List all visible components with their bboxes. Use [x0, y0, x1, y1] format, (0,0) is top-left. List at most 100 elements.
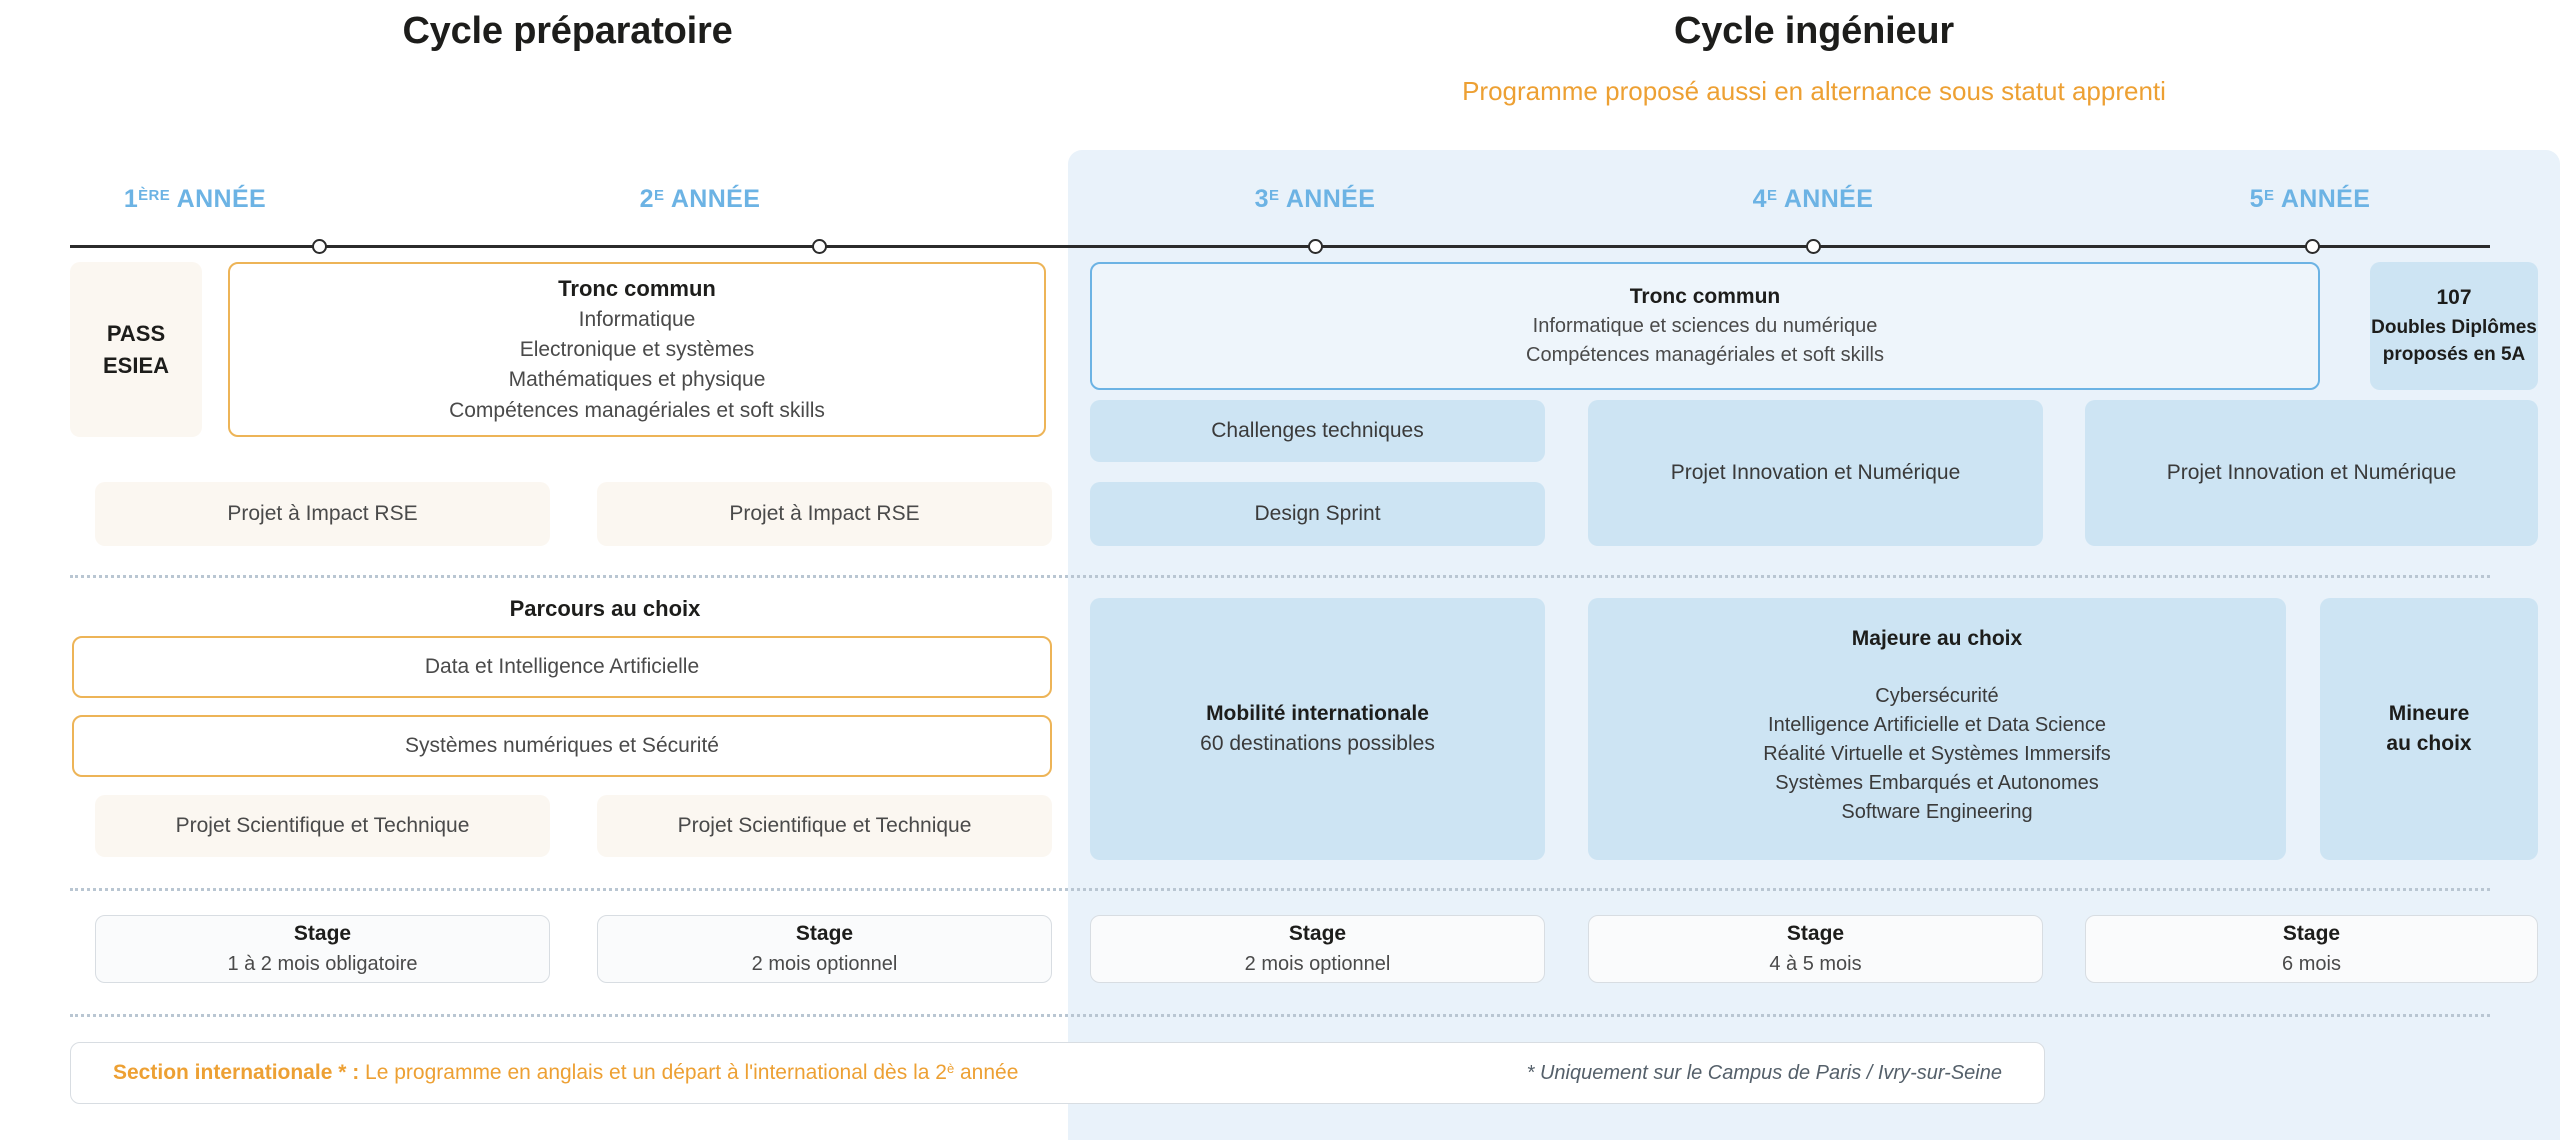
- projet-innovation-5a-card: Projet Innovation et Numérique: [2085, 400, 2538, 546]
- stage-3a-sub: 2 mois optionnel: [1244, 952, 1391, 975]
- stage-5a-title: Stage: [2282, 922, 2341, 946]
- year-4-number: 4: [1752, 185, 1767, 213]
- projet-impact-rse-2-label: Projet à Impact RSE: [729, 501, 920, 525]
- doubles-diplomes-line-1: Doubles Diplômes: [2371, 316, 2537, 338]
- challenges-techniques-card: Challenges techniques: [1090, 400, 1545, 462]
- year-5-suffix: E: [2263, 187, 2275, 204]
- year-label-2: 2E ANNÉE: [575, 185, 825, 214]
- pass-line-1: PASS: [106, 320, 166, 346]
- year-label-3: 3E ANNÉE: [1190, 185, 1440, 214]
- parcours-option-systemes-securite[interactable]: Systèmes numériques et Sécurité: [72, 715, 1052, 777]
- year-2-suffix: E: [653, 187, 665, 204]
- projet-innovation-5a-label: Projet Innovation et Numérique: [2166, 460, 2457, 484]
- projet-innovation-4a-label: Projet Innovation et Numérique: [1670, 460, 1961, 484]
- section-internationale-description: Le programme en anglais et un départ à l…: [359, 1061, 947, 1084]
- majeure-option-1: Cybersécurité: [1875, 685, 1999, 708]
- timeline-node-2: [812, 239, 827, 254]
- year-label-1: 1ÈRE ANNÉE: [70, 185, 320, 214]
- doubles-diplomes-count: 107: [2436, 286, 2472, 310]
- section-divider-3: [70, 1014, 2490, 1017]
- stage-3a-card: Stage 2 mois optionnel: [1090, 915, 1545, 983]
- projet-impact-rse-1-label: Projet à Impact RSE: [227, 501, 418, 525]
- stage-3a-title: Stage: [1288, 922, 1347, 946]
- tronc-commun-ingenieur-card: Tronc commun Informatique et sciences du…: [1090, 262, 2320, 390]
- year-label-5: 5E ANNÉE: [2185, 185, 2435, 214]
- majeure-au-choix-card: Majeure au choix Cybersécurité Intellige…: [1588, 598, 2286, 860]
- tronc-commun-ing-title: Tronc commun: [1629, 284, 1781, 308]
- section-internationale-banner: Section internationale * : Le programme …: [70, 1042, 2045, 1104]
- pass-esiea-card: PASS ESIEA: [70, 262, 202, 437]
- year-2-word: ANNÉE: [670, 185, 761, 213]
- mineure-line-2: au choix: [2386, 732, 2472, 755]
- design-sprint-label: Design Sprint: [1254, 501, 1381, 525]
- tronc-commun-ing-line-1: Informatique et sciences du numérique: [1532, 315, 1878, 338]
- year-4-word: ANNÉE: [1783, 185, 1874, 213]
- year-1-suffix: ÈRE: [138, 187, 171, 204]
- stage-5a-card: Stage 6 mois: [2085, 915, 2538, 983]
- stage-2a-card: Stage 2 mois optionnel: [597, 915, 1052, 983]
- stage-4a-card: Stage 4 à 5 mois: [1588, 915, 2043, 983]
- projet-innovation-4a-card: Projet Innovation et Numérique: [1588, 400, 2043, 546]
- doubles-diplomes-card: 107 Doubles Diplômes proposés en 5A: [2370, 262, 2538, 390]
- stage-5a-sub: 6 mois: [2282, 952, 2341, 975]
- alternance-note: Programme proposé aussi en alternance so…: [1462, 76, 2166, 106]
- year-1-number: 1: [123, 185, 139, 213]
- page-title-cycle-preparatoire: Cycle préparatoire: [402, 10, 733, 52]
- tronc-commun-prepa-line-3: Mathématiques et physique: [508, 368, 766, 392]
- year-1-word: ANNÉE: [176, 185, 267, 213]
- timeline-axis: [70, 245, 2490, 248]
- stage-1a-card: Stage 1 à 2 mois obligatoire: [95, 915, 550, 983]
- parcours-au-choix-title: Parcours au choix: [509, 596, 701, 621]
- majeure-option-3: Réalité Virtuelle et Systèmes Immersifs: [1763, 743, 2111, 766]
- parcours-option-data-ia[interactable]: Data et Intelligence Artificielle: [72, 636, 1052, 698]
- majeure-option-2: Intelligence Artificielle et Data Scienc…: [1768, 714, 2106, 737]
- pass-line-2: ESIEA: [102, 352, 170, 378]
- projet-scientifique-technique-1-label: Projet Scientifique et Technique: [175, 813, 470, 837]
- section-divider-2: [70, 888, 2490, 891]
- stage-1a-sub: 1 à 2 mois obligatoire: [227, 952, 418, 975]
- projet-impact-rse-2: Projet à Impact RSE: [597, 482, 1052, 546]
- stage-2a-title: Stage: [795, 922, 854, 946]
- mobilite-internationale-sub: 60 destinations possibles: [1200, 732, 1435, 755]
- year-3-suffix: E: [1268, 187, 1280, 204]
- parcours-option-data-ia-label: Data et Intelligence Artificielle: [424, 654, 700, 678]
- design-sprint-card: Design Sprint: [1090, 482, 1545, 546]
- year-2-number: 2: [639, 185, 654, 213]
- tronc-commun-prepa-card: Tronc commun Informatique Electronique e…: [228, 262, 1046, 437]
- year-3-word: ANNÉE: [1285, 185, 1376, 213]
- campus-footnote: * Uniquement sur le Campus de Paris / Iv…: [1526, 1061, 2002, 1084]
- section-internationale-label: Section internationale * :: [113, 1061, 360, 1084]
- timeline-node-1: [312, 239, 327, 254]
- challenges-techniques-label: Challenges techniques: [1211, 418, 1424, 442]
- year-5-number: 5: [2249, 185, 2264, 213]
- year-3-number: 3: [1254, 185, 1269, 213]
- mineure-au-choix-card: Mineure au choix: [2320, 598, 2538, 860]
- tronc-commun-ing-line-2: Compétences managériales et soft skills: [1526, 344, 1884, 367]
- stage-2a-sub: 2 mois optionnel: [751, 952, 898, 975]
- projet-scientifique-technique-2: Projet Scientifique et Technique: [597, 795, 1052, 857]
- tronc-commun-prepa-line-2: Electronique et systèmes: [519, 338, 755, 361]
- tronc-commun-prepa-line-4: Compétences managériales et soft skills: [449, 398, 825, 422]
- tronc-commun-prepa-title: Tronc commun: [558, 275, 716, 301]
- timeline-node-3: [1308, 239, 1323, 254]
- timeline-node-4: [1806, 239, 1821, 254]
- year-4-suffix: E: [1766, 187, 1778, 204]
- section-internationale-description-end: année: [954, 1061, 1019, 1084]
- projet-impact-rse-1: Projet à Impact RSE: [95, 482, 550, 546]
- majeure-option-4: Systèmes Embarqués et Autonomes: [1775, 772, 2099, 795]
- mobilite-internationale-title: Mobilité internationale: [1206, 701, 1429, 725]
- mobilite-internationale-card: Mobilité internationale 60 destinations …: [1090, 598, 1545, 860]
- stage-1a-title: Stage: [293, 922, 352, 946]
- stage-4a-title: Stage: [1786, 922, 1845, 946]
- doubles-diplomes-line-2: proposés en 5A: [2382, 344, 2526, 366]
- majeure-au-choix-title: Majeure au choix: [1851, 627, 2023, 650]
- year-label-4: 4E ANNÉE: [1688, 185, 1938, 214]
- section-internationale-text: Section internationale * : Le programme …: [113, 1061, 1018, 1085]
- projet-scientifique-technique-1: Projet Scientifique et Technique: [95, 795, 550, 857]
- section-internationale-sup: è: [946, 1061, 955, 1076]
- section-divider-1: [70, 575, 2490, 578]
- timeline-node-5: [2305, 239, 2320, 254]
- parcours-option-systemes-securite-label: Systèmes numériques et Sécurité: [405, 733, 719, 757]
- page-title-cycle-ingenieur: Cycle ingénieur: [1674, 10, 1954, 52]
